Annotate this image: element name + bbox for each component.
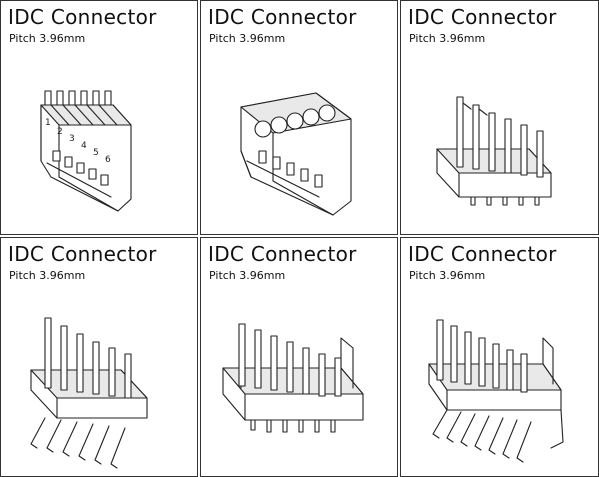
pin-number-label: 6 [105, 155, 111, 165]
product-card-1[interactable]: IDC Connector Pitch 3.96mm [0, 0, 198, 235]
pin-number-label: 2 [57, 127, 63, 137]
product-card-4[interactable]: IDC Connector Pitch 3.96mm [0, 237, 198, 477]
connector-right-angle-header-drawing [1, 238, 197, 476]
product-title: IDC Connector [408, 5, 557, 29]
connector-idc-housing-drawing [201, 1, 397, 234]
product-title: IDC Connector [8, 242, 157, 266]
pin-number-label: 5 [93, 148, 99, 158]
product-title: IDC Connector [8, 5, 157, 29]
connector-housing-drawing: 1 2 3 4 5 6 [1, 1, 197, 234]
product-pitch: Pitch 3.96mm [9, 269, 86, 282]
pin-number-label: 1 [45, 118, 51, 128]
product-title: IDC Connector [208, 5, 357, 29]
product-pitch: Pitch 3.96mm [209, 32, 286, 45]
product-card-6[interactable]: IDC Connector Pitch 3.96mm [400, 237, 599, 477]
product-title: IDC Connector [408, 242, 557, 266]
connector-locking-header-drawing [201, 238, 397, 476]
product-title: IDC Connector [208, 242, 357, 266]
product-pitch: Pitch 3.96mm [409, 32, 486, 45]
product-card-5[interactable]: IDC Connector Pitch 3.96mm [200, 237, 398, 477]
connector-straight-header-drawing [401, 1, 598, 234]
product-card-3[interactable]: IDC Connector Pitch 3.96mm [400, 0, 599, 235]
product-card-2[interactable]: IDC Connector Pitch 3.96mm [200, 0, 398, 235]
product-pitch: Pitch 3.96mm [9, 32, 86, 45]
pin-number-label: 3 [69, 134, 75, 144]
product-pitch: Pitch 3.96mm [209, 269, 286, 282]
connector-right-angle-locking-header-drawing [401, 238, 598, 476]
product-pitch: Pitch 3.96mm [409, 269, 486, 282]
pin-number-label: 4 [81, 141, 87, 151]
